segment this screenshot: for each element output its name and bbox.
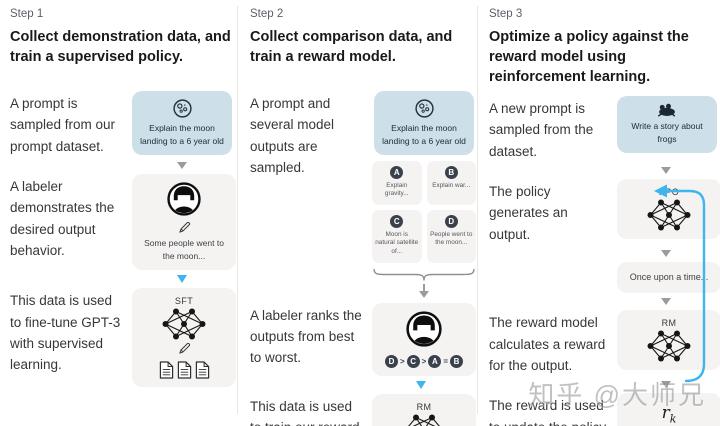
down-arrow-icon xyxy=(661,381,671,389)
output-c-box: C Moon is natural satellite of... xyxy=(372,209,422,263)
labeler-avatar-icon xyxy=(167,182,201,216)
rank-separator: = xyxy=(443,356,448,366)
step-2-label: Step 2 xyxy=(250,8,284,20)
step-2-prompt-text: Explain the moon landing to a 6 year old xyxy=(382,123,466,146)
step-3-heading: Optimize a policy against the reward mod… xyxy=(489,29,689,85)
pencil-icon xyxy=(178,221,190,233)
document-icon xyxy=(195,361,209,380)
step-1-prompt-caption: A prompt is sampled from our prompt data… xyxy=(10,96,116,154)
step-2-train-row: This data is used to train our reward mo… xyxy=(250,393,476,426)
neural-network-icon xyxy=(647,199,691,231)
step-1-train-row: This data is used to fine-tune GPT-3 wit… xyxy=(10,288,236,388)
output-d-box: D People went to the moon... xyxy=(426,209,476,263)
step-3-prompt-row: A new prompt is sampled from the dataset… xyxy=(489,96,717,162)
step-2-rm-box: RM D > C > A = xyxy=(372,393,476,426)
step-1-labeler-box: Some people went to the moon... xyxy=(132,173,236,271)
down-arrow-icon xyxy=(419,290,429,298)
step-1-heading: Collect demonstration data, and train a … xyxy=(10,29,231,65)
step-3-reward-caption: The reward model calculates a reward for… xyxy=(489,315,606,374)
step-1-label: Step 1 xyxy=(10,8,44,20)
step-3-label: Step 3 xyxy=(489,8,523,20)
step-2-heading: Collect comparison data, and train a rew… xyxy=(250,29,453,65)
step-1-labeler-caption: A labeler demonstrates the desired outpu… xyxy=(10,178,115,258)
step-2-train-caption: This data is used to train our reward mo… xyxy=(250,398,360,426)
document-icon xyxy=(177,361,191,380)
step-3-prompt-text: Write a story about frogs xyxy=(631,121,703,144)
step-3-policy-caption: The policy generates an output. xyxy=(489,183,568,242)
output-c-badge: C xyxy=(390,214,404,228)
document-icon xyxy=(159,361,173,380)
step-1-prompt-box: Explain the moon landing to a 6 year old xyxy=(132,91,232,155)
labeler-avatar-icon xyxy=(406,311,442,347)
step-1-sft-box: SFT xyxy=(132,288,236,388)
down-arrow-blue-icon xyxy=(416,380,426,389)
documents-row xyxy=(159,361,210,380)
sft-label: SFT xyxy=(174,296,194,307)
watermark: 知乎 @大师兄 xyxy=(528,380,706,410)
step-2-column: Step 2 Collect comparison data, and trai… xyxy=(250,8,476,426)
step-1-labeler-output: Some people went to the moon... xyxy=(144,237,224,261)
rank-separator: > xyxy=(399,356,405,366)
step-1-train-caption: This data is used to fine-tune GPT-3 wit… xyxy=(10,293,121,373)
neural-network-icon xyxy=(647,330,691,362)
down-arrow-icon xyxy=(177,161,187,169)
output-a-box: A Explain gravity... xyxy=(372,160,422,205)
output-b-box: B Explain war... xyxy=(426,160,476,205)
step-3-prompt-caption: A new prompt is sampled from the dataset… xyxy=(489,101,594,159)
reward-symbol: rk xyxy=(661,403,677,426)
column-divider-2 xyxy=(477,6,478,414)
neural-network-icon xyxy=(407,414,441,426)
policy-output-text: Once upon a time... xyxy=(629,271,709,282)
down-arrow-icon xyxy=(661,166,671,174)
step-3-update-caption: The reward is used to update the policy … xyxy=(489,398,606,426)
rank-separator: > xyxy=(421,356,427,366)
step-1-prompt-row: A prompt is sampled from our prompt data… xyxy=(10,91,232,157)
step-3-column: Step 3 Optimize a policy against the rew… xyxy=(489,8,720,426)
step-2-labeler-caption: A labeler ranks the outputs from best to… xyxy=(250,307,362,366)
model-outputs-grid: A Explain gravity... B Explain war... C … xyxy=(372,160,476,263)
curly-brace-icon xyxy=(373,268,475,281)
down-arrow-blue-icon xyxy=(177,275,187,284)
neural-network-icon xyxy=(162,308,206,340)
rank-badge: A xyxy=(428,354,442,368)
step-2-prompt-row: A prompt and several model outputs are s… xyxy=(250,91,476,303)
pencil-icon xyxy=(178,343,190,355)
column-divider-1 xyxy=(237,6,238,414)
output-d-badge: D xyxy=(444,214,458,228)
rank-badge: B xyxy=(450,354,463,368)
step-2-prompt-box: Explain the moon landing to a 6 year old xyxy=(374,91,474,155)
frog-icon xyxy=(658,103,676,117)
output-b-badge: B xyxy=(444,165,458,179)
moon-icon xyxy=(172,99,192,118)
moon-icon xyxy=(414,99,434,118)
output-a-badge: A xyxy=(390,165,404,179)
step-2-prompt-caption: A prompt and several model outputs are s… xyxy=(250,96,335,175)
rank-badge: C xyxy=(406,354,420,368)
feedback-loop-arrow xyxy=(654,184,706,383)
step-3-update-row: The reward is used to update the policy … xyxy=(489,393,720,426)
step-3-prompt-box: Write a story about frogs xyxy=(617,96,717,153)
step-1-labeler-row: A labeler demonstrates the desired outpu… xyxy=(10,173,236,271)
rm-label: RM xyxy=(416,401,432,412)
ranking-row: D > C > A = B xyxy=(384,354,463,368)
step-1-prompt-text: Explain the moon landing to a 6 year old xyxy=(140,123,224,146)
rm-label: RM xyxy=(661,318,677,329)
step-1-column: Step 1 Collect demonstration data, and t… xyxy=(10,8,236,388)
down-arrow-icon xyxy=(661,249,671,257)
step-2-labeler-box: D > C > A = B xyxy=(372,302,476,376)
rank-badge: D xyxy=(384,354,398,368)
reward-value-box: rk xyxy=(617,393,720,426)
down-arrow-icon xyxy=(661,298,671,306)
step-2-labeler-row: A labeler ranks the outputs from best to… xyxy=(250,302,476,376)
